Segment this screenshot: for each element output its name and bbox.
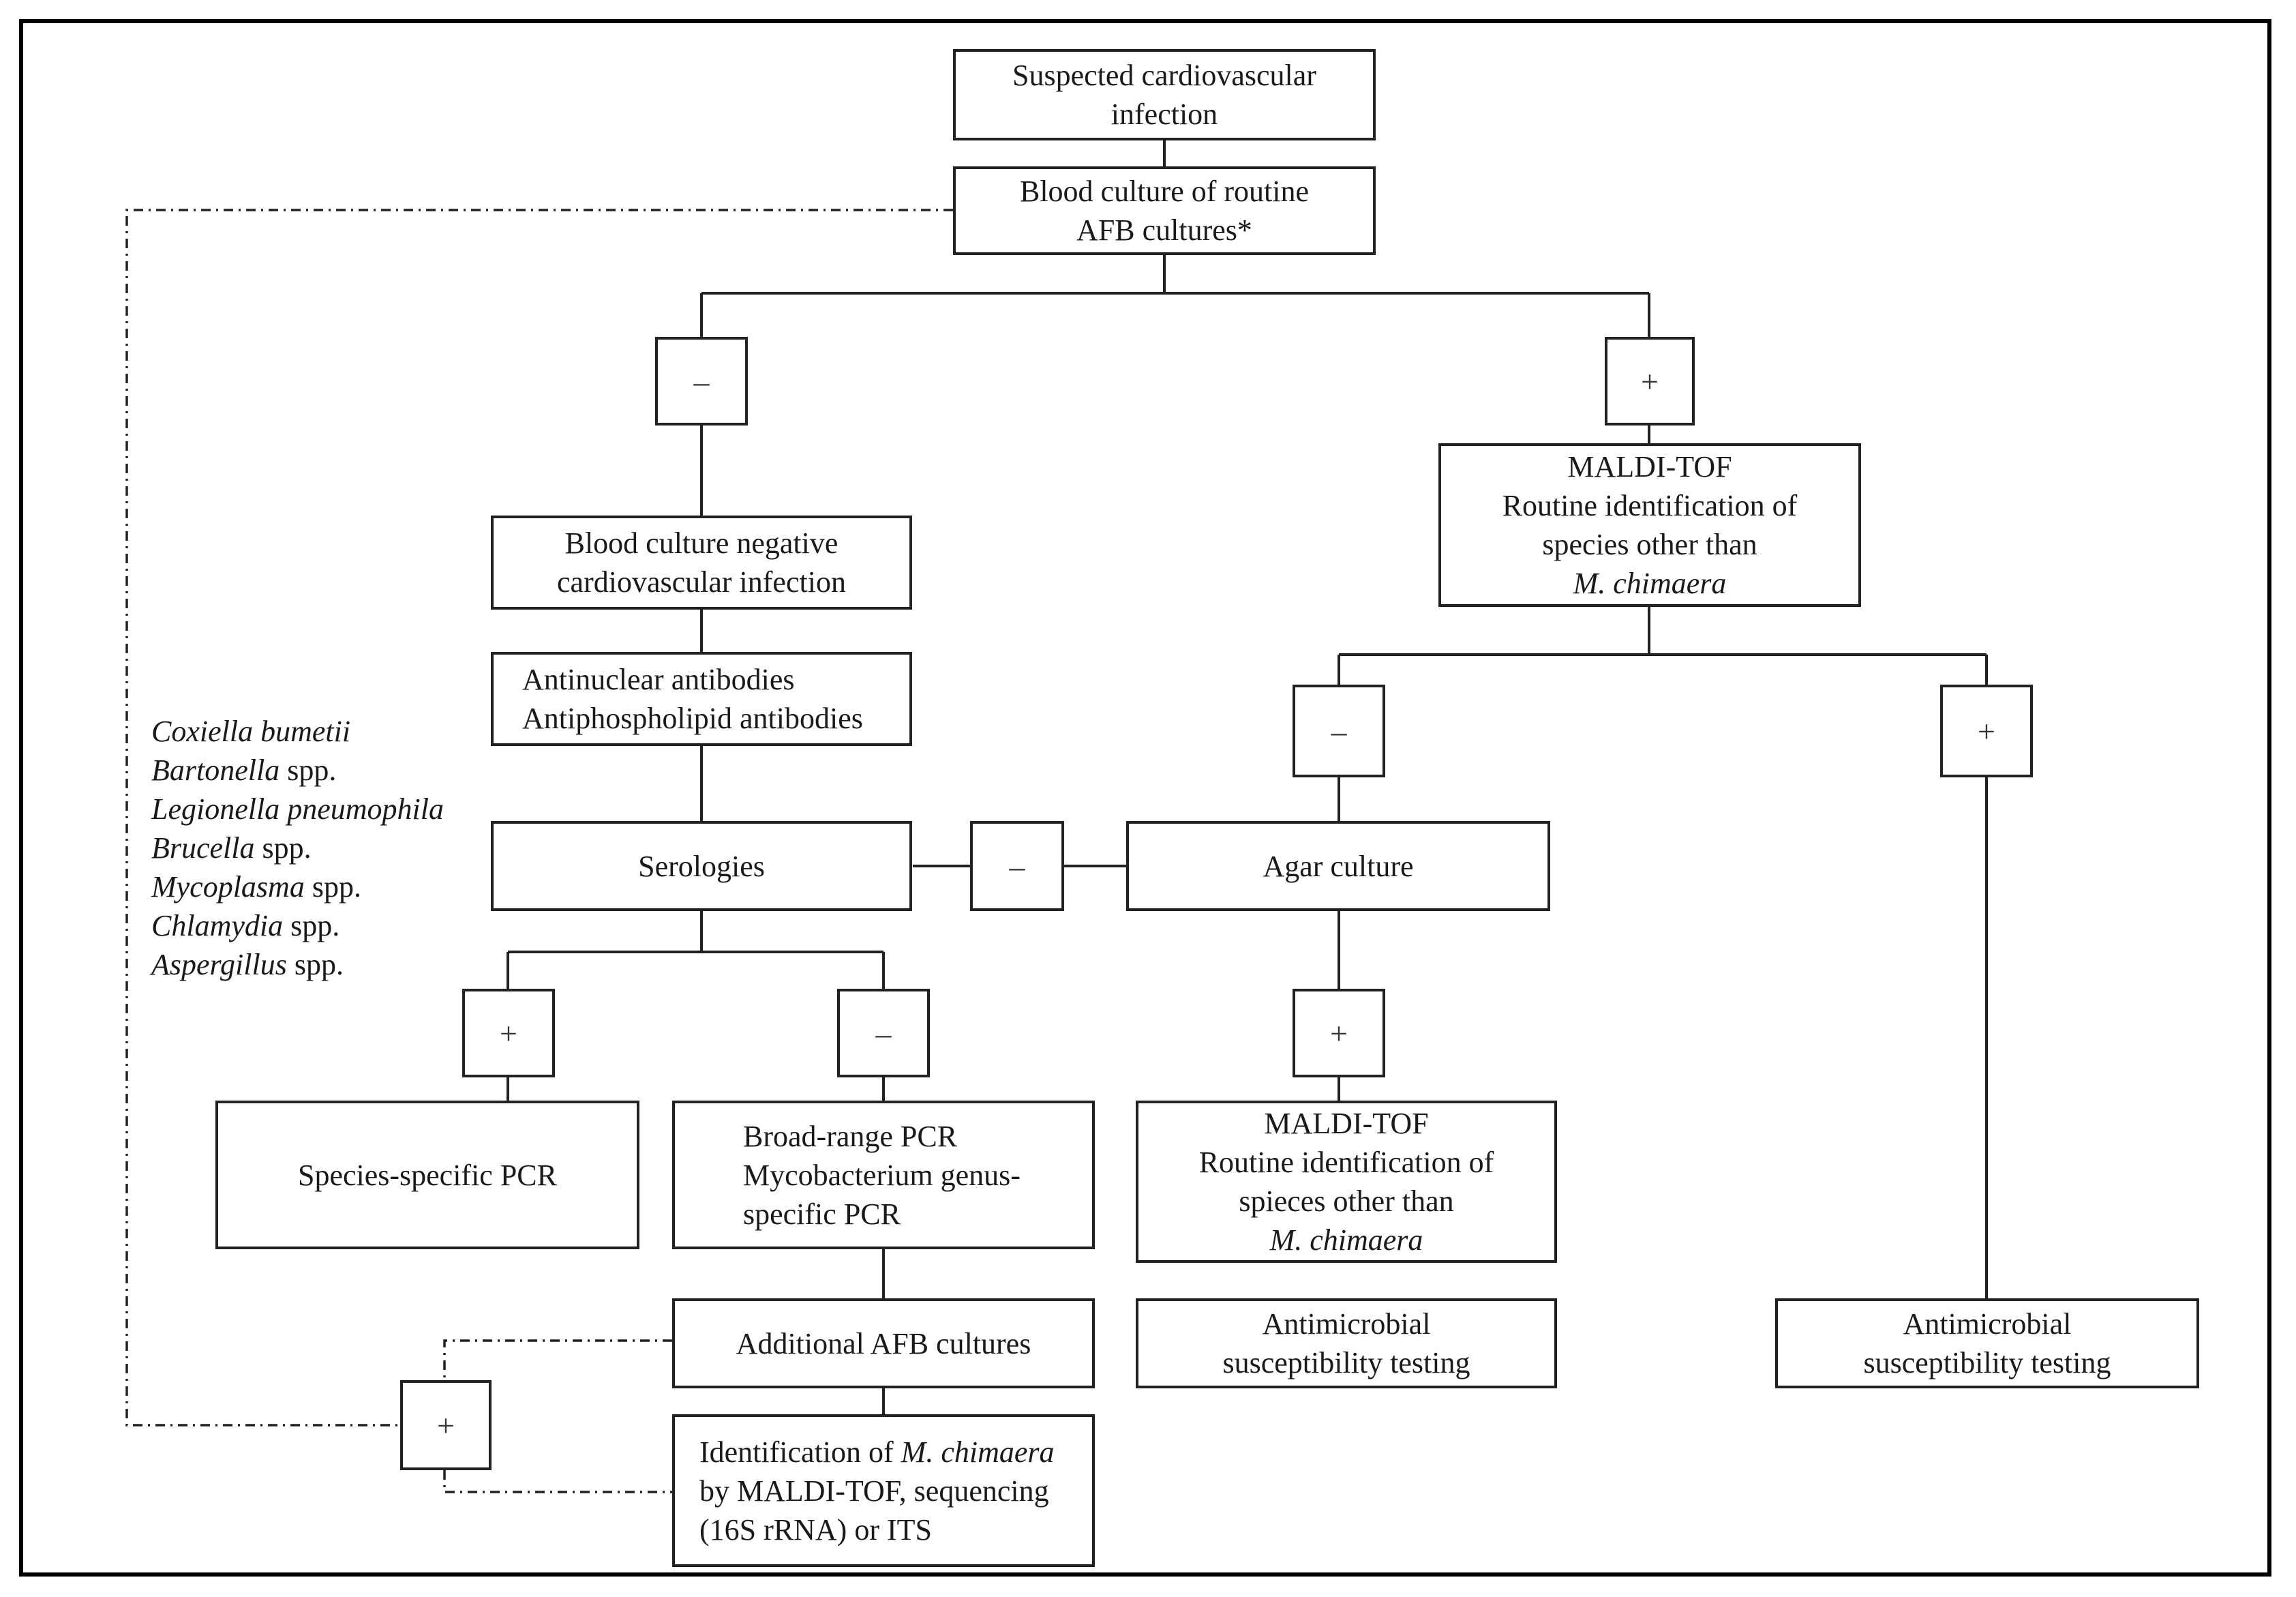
box-antibodies: Antinuclear antibodies Antiphospholipid … [491, 652, 912, 746]
species-name: Mycoplasma [151, 870, 305, 904]
sign-positive-feedback: + [400, 1380, 492, 1470]
species-suffix: spp. [304, 870, 361, 904]
box-ast-middle: Antimicrobial susceptibility testing [1136, 1298, 1557, 1388]
text-line: Routine identification of [1198, 1146, 1494, 1179]
sign-negative-serology-agar: – [970, 821, 1064, 911]
box-identification-m-chimaera: Identification of M. chimaera by MALDI-T… [672, 1414, 1095, 1567]
text-line: Antinuclear antibodies [522, 663, 795, 696]
text-line: spieces other than [1239, 1184, 1454, 1218]
text-line: specific PCR [743, 1197, 901, 1231]
species-name: Legionella pneumophila [151, 792, 444, 826]
box-species-specific-pcr: Species-specific PCR [215, 1101, 639, 1249]
text-fragment: Identification of [699, 1435, 901, 1469]
sign-label: + [437, 1407, 455, 1443]
species-name: Aspergillus [151, 948, 287, 981]
box-blood-culture-negative: Blood culture negative cardiovascular in… [491, 516, 912, 610]
text-line: Antimicrobial [1903, 1307, 2072, 1341]
sign-label: – [693, 363, 710, 399]
box-maldi-tof-agar: MALDI-TOF Routine identification of spie… [1136, 1101, 1557, 1263]
box-additional-afb-cultures: Additional AFB cultures [672, 1298, 1095, 1388]
text-line: Blood culture negative [564, 526, 839, 560]
species-item: Brucella spp. [151, 829, 444, 867]
sign-label: + [1641, 363, 1659, 399]
text-line: by MALDI-TOF, sequencing [699, 1474, 1049, 1508]
species-name: Brucella [151, 831, 255, 865]
species-item: Aspergillus spp. [151, 945, 444, 984]
species-suffix: spp. [254, 831, 312, 865]
box-blood-culture: Blood culture of routine AFB cultures* [953, 166, 1376, 255]
species-item: Mycoplasma spp. [151, 867, 444, 906]
species-item: Chlamydia spp. [151, 906, 444, 945]
text-line: Antimicrobial [1262, 1307, 1431, 1341]
text-fragment-italic: M. chimaera [901, 1435, 1055, 1469]
text-line: Routine identification of [1502, 489, 1798, 522]
species-name: Bartonella [151, 753, 280, 787]
species-item: Legionella pneumophila [151, 790, 444, 829]
species-item: Coxiella bumetii [151, 712, 444, 751]
text-line: Suspected cardiovascular [1012, 59, 1316, 92]
text-line: susceptibility testing [1863, 1346, 2111, 1379]
sign-label: + [1330, 1015, 1348, 1051]
text-line: infection [1111, 98, 1218, 131]
box-suspected-infection: Suspected cardiovascular infection [953, 49, 1376, 140]
text-line: Antiphospholipid antibodies [522, 702, 863, 735]
species-suffix: spp. [280, 753, 337, 787]
species-suffix: spp. [283, 909, 340, 942]
box-agar-culture: Agar culture [1126, 821, 1550, 911]
box-ast-right: Antimicrobial susceptibility testing [1775, 1298, 2199, 1388]
text-line: Blood culture of routine [1019, 175, 1309, 208]
sign-label: + [500, 1015, 517, 1051]
sign-negative-blood-culture: – [655, 337, 748, 426]
text-line: Agar culture [1263, 849, 1414, 883]
text-line: Mycobacterium genus- [743, 1158, 1021, 1192]
text-line: Species-specific PCR [297, 1158, 558, 1192]
sign-label: – [1331, 713, 1347, 749]
species-name: Chlamydia [151, 909, 284, 942]
sign-positive-agar: + [1293, 989, 1385, 1077]
text-line: Additional AFB cultures [736, 1326, 1031, 1360]
sign-positive-serology: + [462, 989, 555, 1077]
sign-positive-blood-culture: + [1605, 337, 1695, 426]
sign-label: + [1978, 713, 1995, 749]
species-suffix: spp. [286, 948, 344, 981]
sign-negative-maldi: – [1293, 685, 1385, 777]
text-line: Serologies [638, 849, 765, 883]
text-line-italic: M. chimaera [1573, 567, 1727, 600]
text-line: Identification of M. chimaera [699, 1433, 1055, 1472]
sign-negative-serology: – [837, 989, 930, 1077]
text-line: MALDI-TOF [1264, 1107, 1429, 1140]
text-line: Broad-range PCR [743, 1119, 958, 1153]
species-name: Coxiella bumetii [151, 715, 351, 748]
sign-label: – [1009, 848, 1025, 884]
diagram-border [19, 19, 2271, 1577]
box-serologies: Serologies [491, 821, 912, 911]
text-line: (16S rRNA) or ITS [699, 1512, 932, 1547]
species-list: Coxiella bumetii Bartonella spp. Legione… [151, 712, 444, 984]
text-line: MALDI-TOF [1567, 450, 1732, 483]
sign-positive-maldi: + [1940, 685, 2033, 777]
species-item: Bartonella spp. [151, 751, 444, 790]
box-broad-range-pcr: Broad-range PCR Mycobacterium genus- spe… [672, 1101, 1095, 1249]
text-line: susceptibility testing [1222, 1346, 1470, 1379]
text-line: AFB cultures* [1076, 213, 1252, 247]
text-line: species other than [1542, 528, 1757, 561]
text-line: cardiovascular infection [557, 565, 846, 599]
text-line-italic: M. chimaera [1269, 1223, 1423, 1257]
box-maldi-tof-routine: MALDI-TOF Routine identification of spec… [1438, 443, 1861, 607]
sign-label: – [875, 1015, 892, 1051]
